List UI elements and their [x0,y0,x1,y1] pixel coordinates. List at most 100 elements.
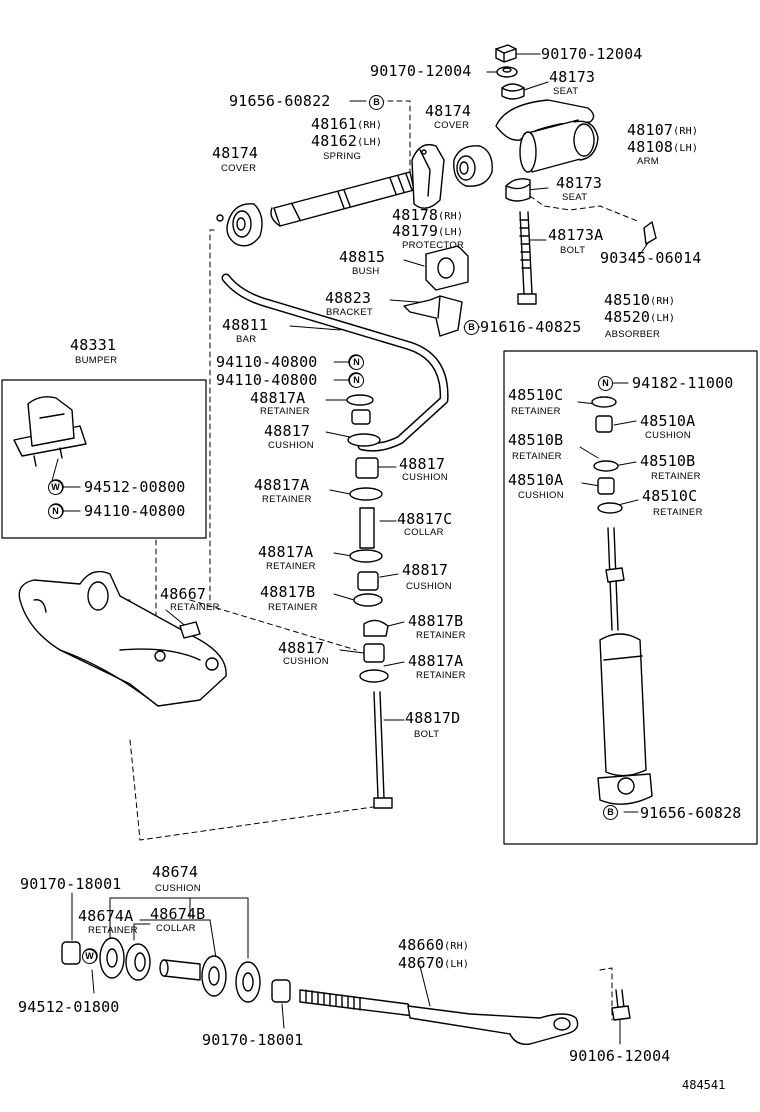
symbol-w-icon: W [48,480,63,495]
part-90170-18001-a: 90170-18001 [20,875,122,893]
part-48823: 48823 [325,289,372,307]
part-48510a-2: 48510A [508,471,564,489]
desc-cushion-1: CUSHION [268,440,314,451]
part-48817b-1: 48817B [260,583,316,601]
part-48817-2: 48817 [399,455,446,473]
symbol-b-icon: B [464,320,479,335]
desc-cover-right: COVER [434,120,470,131]
part-48108: 48108(LH) [627,138,699,156]
desc-retainer-3: RETAINER [266,561,316,572]
part-94182-11000: 94182-11000 [632,374,734,392]
bolt-90106-icon [611,989,631,1021]
cover-48174-right-icon [453,145,493,187]
part-48815: 48815 [339,248,386,266]
part-48107: 48107(RH) [627,121,699,139]
bottom-cushion-stack-icon [61,937,291,1003]
lower-control-arm-icon [18,570,227,707]
bracket-48674-leaders-icon [109,897,249,959]
part-90170-12004-top: 90170-12004 [541,45,643,63]
part-48173a: 48173A [548,226,604,244]
desc-cushion-4: CUSHION [283,656,329,667]
protector-48178-icon [411,143,445,209]
symbol-b-icon: B [603,805,618,820]
desc-retainer-7: RETAINER [511,406,561,417]
desc-bumper: BUMPER [75,355,118,366]
part-48670: 48670(LH) [398,954,470,972]
part-48667: 48667 [160,585,207,603]
desc-seat-bottom: SEAT [562,192,588,203]
desc-collar-48817c: COLLAR [404,527,444,538]
desc-bolt-48173a: BOLT [560,245,586,256]
part-48162: 48162(LH) [311,132,383,150]
part-48520: 48520(LH) [604,308,676,326]
bracket-48823-icon [403,295,463,337]
desc-retainer-48667: RETAINER [170,602,220,613]
part-91656-60828: 91656-60828 [640,804,742,822]
symbol-w-icon: W [82,949,97,964]
diagram-reference-number: 484541 [682,1078,726,1092]
symbol-n-icon: N [48,504,63,519]
desc-retainer-5: RETAINER [416,630,466,641]
part-48178: 48178(RH) [392,206,464,224]
desc-retainer-2: RETAINER [262,494,312,505]
desc-protector: PROTECTOR [402,240,465,251]
part-48817a-1: 48817A [250,389,306,407]
part-90170-12004-left: 90170-12004 [370,62,472,80]
part-91656-60822: 91656-60822 [229,92,331,110]
part-48510b-2: 48510B [640,452,696,470]
desc-retainer-1: RETAINER [260,406,310,417]
part-48510c-2: 48510C [642,487,698,505]
part-48674b: 48674B [150,905,206,923]
desc-bar: BAR [236,334,257,345]
desc-bush: BUSH [352,266,380,277]
desc-spring: SPRING [323,151,362,162]
symbol-n-icon: N [349,373,364,388]
cover-48174-left-icon [216,203,263,247]
shock-absorber-icon [591,396,653,805]
part-90170-18001-b: 90170-18001 [202,1031,304,1049]
strut-rod-48660-icon [299,989,579,1045]
nut-90345-icon [643,221,657,245]
part-48173-top: 48173 [549,68,596,86]
desc-bracket: BRACKET [326,307,373,318]
part-94512-00800: 94512-00800 [84,478,186,496]
part-94110-40800-b: 94110-40800 [216,371,318,389]
desc-seat-top: SEAT [553,86,579,97]
part-48817d: 48817D [405,709,461,727]
desc-cushion-3: CUSHION [406,581,452,592]
part-48510c-1: 48510C [508,386,564,404]
part-48674a: 48674A [78,907,134,925]
seat-48173-bottom-icon [505,178,531,202]
part-48660: 48660(RH) [398,936,470,954]
seat-48173-top-icon [501,83,525,100]
part-48817-3: 48817 [402,561,449,579]
part-94110-40800-a: 94110-40800 [216,353,318,371]
desc-retainer-48674a: RETAINER [88,925,138,936]
part-48817a-2: 48817A [254,476,310,494]
arm-48107-icon [495,99,599,173]
symbol-n-icon: N [598,376,613,391]
part-48811: 48811 [222,316,269,334]
desc-retainer-9: RETAINER [651,471,701,482]
part-48817-1: 48817 [264,422,311,440]
desc-retainer-10: RETAINER [653,507,703,518]
desc-cushion-48674: CUSHION [155,883,201,894]
bush-48815-icon [425,245,469,291]
part-90345-06014: 90345-06014 [600,249,702,267]
part-48817a-4: 48817A [408,652,464,670]
desc-retainer-4: RETAINER [268,602,318,613]
desc-collar-48674b: COLLAR [156,923,196,934]
part-91616-40825: 91616-40825 [480,318,582,336]
desc-retainer-6: RETAINER [416,670,466,681]
desc-bolt-48817d: BOLT [414,729,440,740]
bumper-inset-box [1,379,207,539]
symbol-b-icon: B [369,95,384,110]
part-48174-right: 48174 [425,102,472,120]
stabilizer-bar-48811-icon [221,273,449,452]
part-94512-01800: 94512-01800 [18,998,120,1016]
part-94110-40800-c: 94110-40800 [84,502,186,520]
desc-arm: ARM [637,156,660,167]
desc-cushion-5: CUSHION [645,430,691,441]
part-48817a-3: 48817A [258,543,314,561]
part-48179: 48179(LH) [392,222,464,240]
